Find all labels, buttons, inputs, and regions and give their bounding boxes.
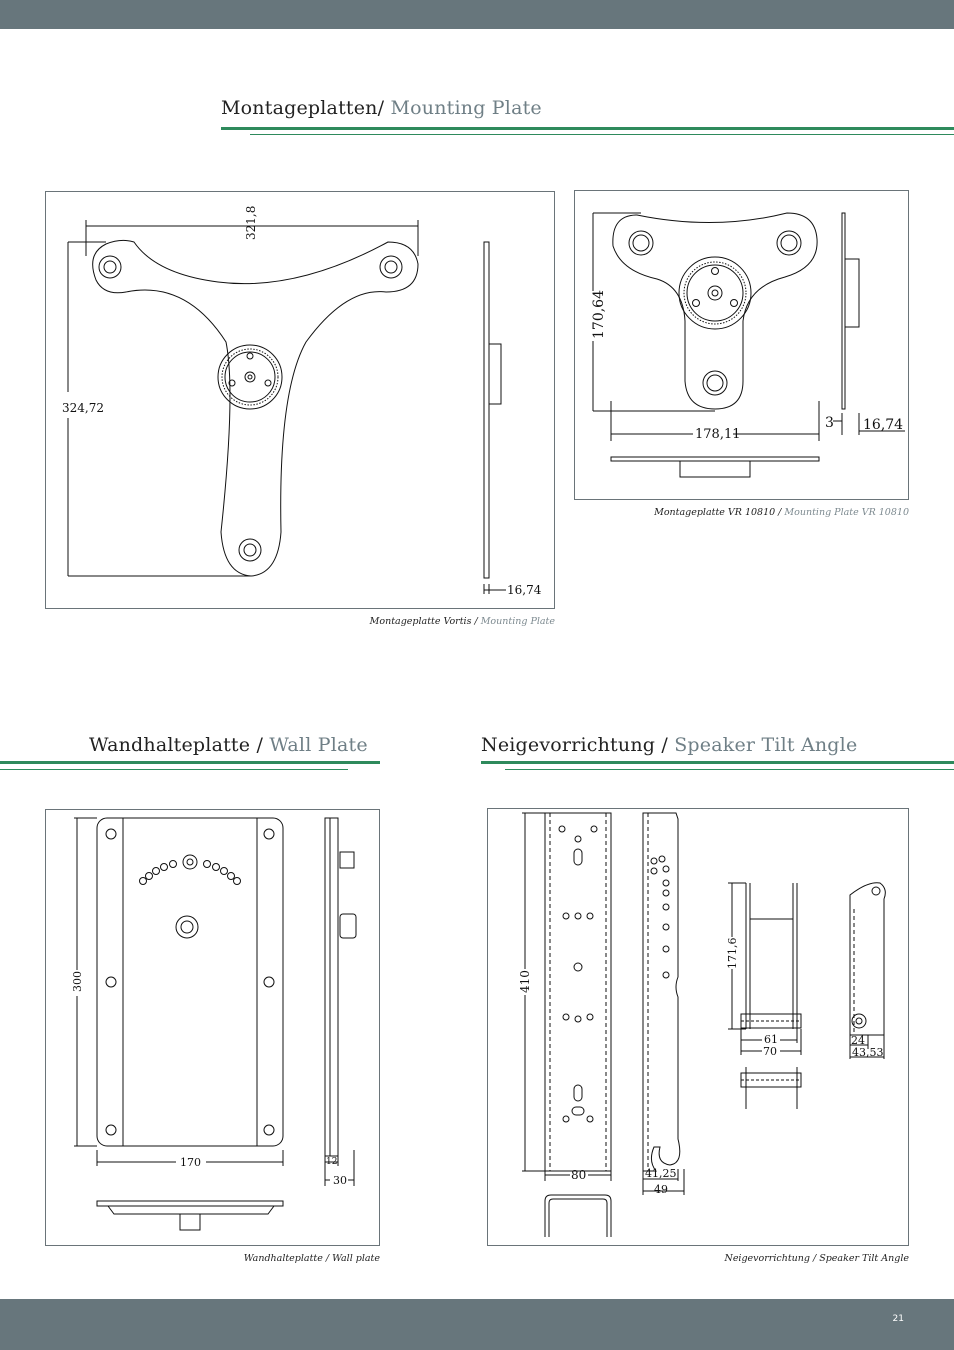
tilt-dim-side-a: 41,25 bbox=[645, 1167, 677, 1180]
vr10810-dim-thickness: 16,74 bbox=[863, 417, 903, 433]
top-band bbox=[0, 0, 954, 29]
tilt-rule-thin bbox=[505, 769, 954, 770]
wall-rule bbox=[0, 761, 380, 764]
vr10810-caption-de: Montageplatte VR 10810 / bbox=[654, 507, 782, 518]
tilt-rule bbox=[481, 761, 954, 764]
page-number: 21 bbox=[892, 1314, 904, 1324]
wallplate-drawing: 300 170 12 30 bbox=[71, 817, 357, 1231]
mounting-rule-thin bbox=[250, 134, 954, 135]
mounting-title-de: Montageplatten/ bbox=[221, 97, 385, 119]
bottom-band bbox=[0, 1299, 954, 1350]
wall-title-en: Wall Plate bbox=[269, 734, 368, 756]
wall-rule-thin bbox=[0, 769, 348, 770]
wallplate-caption: Wandhalteplatte / Wall plate bbox=[243, 1253, 380, 1264]
vortis-figure-frame: 321,8 324,72 16,74 bbox=[45, 191, 555, 609]
tilt-title-en: Speaker Tilt Angle bbox=[674, 734, 858, 756]
tilt-title-de: Neigevorrichtung / bbox=[481, 734, 668, 756]
tilt-dim-length: 410 bbox=[518, 970, 532, 993]
wallplate-dim-side-a: 12 bbox=[326, 1157, 337, 1167]
tilt-drawing: 410 80 41,25 49 171,6 61 70 24 43,53 bbox=[518, 812, 886, 1237]
tilt-dim-clip-inner: 61 bbox=[764, 1033, 778, 1046]
vr10810-figure-frame: 170,64 178,11 3 16,74 bbox=[574, 190, 909, 500]
vortis-caption-en: Mounting Plate bbox=[480, 616, 555, 627]
tilt-dim-hook-a: 24 bbox=[851, 1034, 865, 1047]
tilt-caption: Neigevorrichtung / Speaker Tilt Angle bbox=[724, 1253, 910, 1264]
vortis-dim-height: 324,72 bbox=[62, 401, 104, 415]
wallplate-dim-height: 300 bbox=[71, 971, 84, 992]
vortis-drawing: 321,8 324,72 16,74 bbox=[62, 206, 542, 597]
mounting-title: Montageplatten/ Mounting Plate bbox=[221, 97, 542, 119]
vr10810-drawing: 170,64 178,11 3 16,74 bbox=[591, 212, 905, 478]
tilt-figure-frame: 410 80 41,25 49 171,6 61 70 24 43,53 bbox=[487, 808, 909, 1246]
mounting-rule bbox=[221, 127, 954, 130]
mounting-title-en: Mounting Plate bbox=[390, 97, 542, 119]
vortis-caption: Montageplatte Vortis / Mounting Plate bbox=[370, 616, 555, 627]
tilt-dim-width: 80 bbox=[571, 1168, 586, 1182]
vr10810-dim-height: 170,64 bbox=[591, 290, 607, 339]
tilt-dim-clip-height: 171,6 bbox=[726, 938, 739, 970]
vr10810-caption-en: Mounting Plate VR 10810 bbox=[784, 507, 909, 518]
wallplate-figure-frame: 300 170 12 30 bbox=[45, 809, 380, 1246]
vortis-caption-de: Montageplatte Vortis / bbox=[369, 616, 478, 627]
wall-title: Wandhalteplatte / Wall Plate bbox=[89, 734, 368, 756]
vr10810-dim-plate: 3 bbox=[825, 415, 834, 431]
tilt-title: Neigevorrichtung / Speaker Tilt Angle bbox=[481, 734, 857, 756]
vortis-dim-width: 321,8 bbox=[244, 206, 258, 240]
tilt-dim-hook-b: 43,53 bbox=[852, 1046, 884, 1059]
wallplate-dim-side-b: 30 bbox=[333, 1174, 347, 1187]
tilt-dim-side-b: 49 bbox=[654, 1183, 668, 1196]
wallplate-dim-width: 170 bbox=[180, 1156, 201, 1169]
vr10810-dim-width: 178,11 bbox=[695, 427, 741, 442]
vortis-dim-thickness: 16,74 bbox=[507, 583, 542, 597]
wall-title-de: Wandhalteplatte / bbox=[89, 734, 264, 756]
vr10810-caption: Montageplatte VR 10810 / Mounting Plate … bbox=[654, 507, 909, 518]
tilt-dim-clip-outer: 70 bbox=[763, 1045, 777, 1058]
